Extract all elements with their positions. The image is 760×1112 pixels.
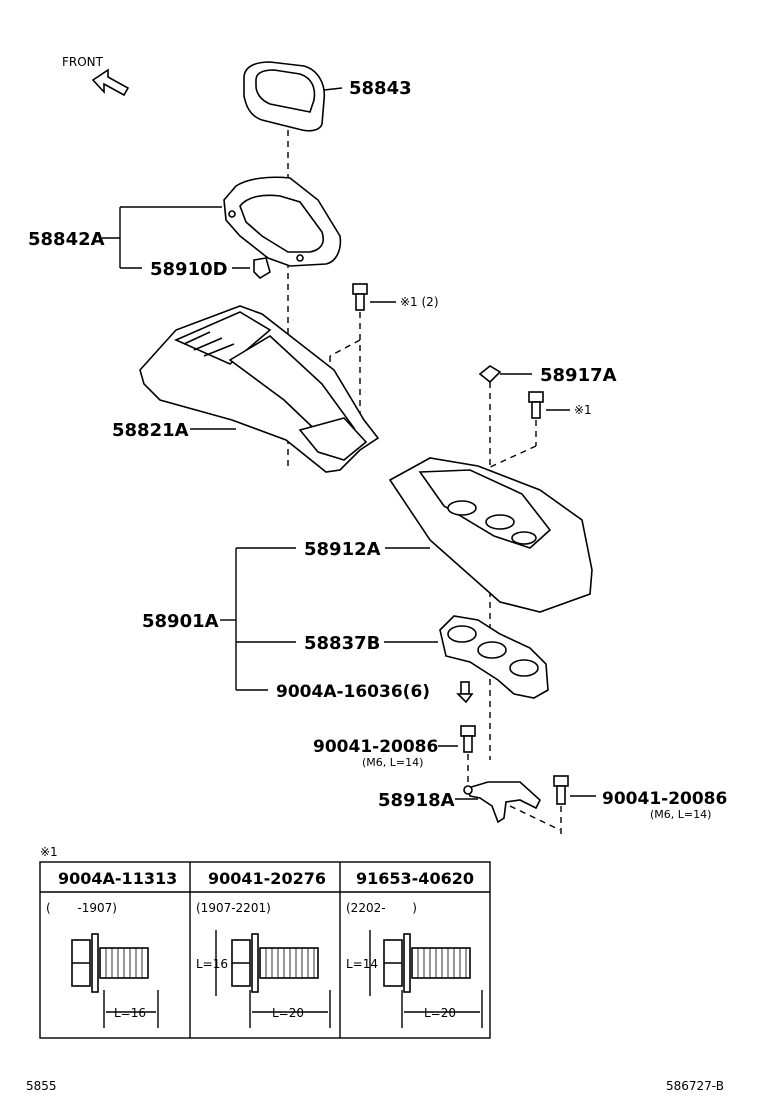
dim-col3-height: L=14 xyxy=(346,957,378,971)
bolt-drawing-col3: L=14 L=20 xyxy=(346,930,483,1028)
front-indicator: FRONT xyxy=(62,55,130,97)
part-58837B xyxy=(384,615,549,699)
part-58843: 58843 xyxy=(243,61,412,132)
table-title: ※1 xyxy=(40,845,58,859)
label-90041-20086-b: 90041-20086 xyxy=(602,789,727,809)
label-58912A: 58912A xyxy=(304,539,381,560)
label-58910D: 58910D xyxy=(150,259,228,280)
bolt-drawing-col1: L=16 xyxy=(71,933,159,1028)
label-58837B: 58837B xyxy=(304,633,380,654)
label-58821A: 58821A xyxy=(112,420,189,441)
label-9004A-16036: 9004A-16036(6) xyxy=(276,682,430,702)
label-58842A: 58842A xyxy=(28,229,105,250)
screw-9004A xyxy=(456,681,474,704)
dim-col2-height: L=16 xyxy=(196,957,228,971)
label-58918A: 58918A xyxy=(378,790,455,811)
part-58842A xyxy=(223,176,342,267)
ref-1: ※1 xyxy=(574,403,592,417)
part-58918A: 58918A xyxy=(378,781,561,831)
bolt-90041-right: 90041-20086 (M6, L=14) xyxy=(553,775,727,836)
label-90041-20086-a: 90041-20086 xyxy=(313,737,438,757)
label-58901A: 58901A xyxy=(142,611,219,632)
part-58821A xyxy=(139,305,380,473)
table-col1-part: 9004A-11313 xyxy=(58,869,177,888)
table-col2-part: 90041-20276 xyxy=(208,869,326,888)
table-col2-range: (1907-2201) xyxy=(196,901,271,915)
ref-1-2: ※1 (2) xyxy=(400,295,439,309)
front-label: FRONT xyxy=(62,55,104,69)
front-arrow-icon xyxy=(91,68,130,97)
dim-col3-length: L=20 xyxy=(424,1006,456,1020)
clip-58910D-icon xyxy=(253,257,271,280)
table-col3-part: 91653-40620 xyxy=(356,869,474,888)
bolt-90041-left: 90041-20086 (M6, L=14) xyxy=(313,725,476,786)
label-58917A: 58917A xyxy=(540,365,617,386)
footer-right: 586727-B xyxy=(666,1079,724,1093)
footer-left: 5855 xyxy=(26,1079,57,1093)
bolt-ref1: ※1 xyxy=(487,391,592,469)
dim-col2-length: L=20 xyxy=(272,1006,304,1020)
table-col1-range: ( -1907) xyxy=(46,901,117,915)
fastener-table: 9004A-11313 90041-20276 91653-40620 ( -1… xyxy=(39,861,491,1039)
part-58912A xyxy=(388,457,593,613)
spec-90041-20086-b: (M6, L=14) xyxy=(650,808,711,821)
table-col3-range: (2202- ) xyxy=(346,901,417,915)
dim-col1-length: L=16 xyxy=(114,1006,146,1020)
spec-90041-20086-a: (M6, L=14) xyxy=(362,756,423,769)
bolt-drawing-col2: L=16 L=20 xyxy=(196,930,331,1028)
label-58843: 58843 xyxy=(349,78,412,99)
